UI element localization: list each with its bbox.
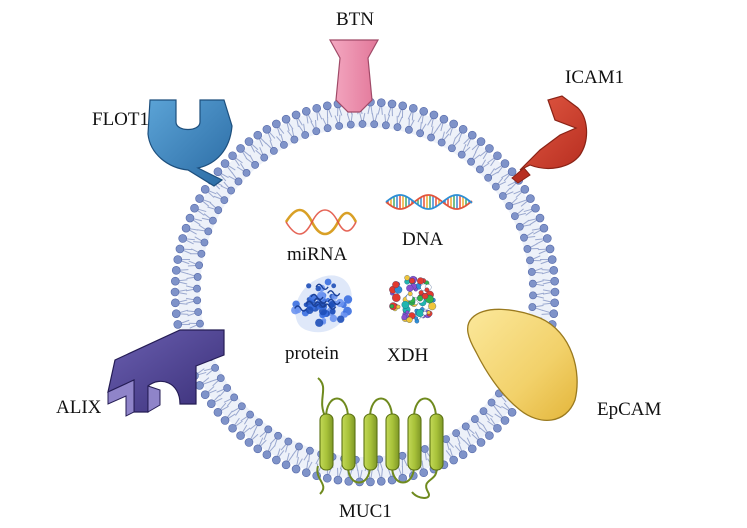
alix-protein-icon	[107, 329, 225, 417]
btn-protein-icon	[328, 39, 380, 113]
btn-label: BTN	[336, 9, 374, 30]
dna-label: DNA	[402, 229, 444, 250]
icam1-label: ICAM1	[565, 67, 625, 88]
xdh-structure-icon	[389, 275, 437, 324]
flot1-label: FLOT1	[92, 109, 149, 130]
muc1-label: MUC1	[339, 501, 392, 522]
mirna-label: miRNA	[287, 244, 348, 265]
lipid-bilayer-membrane	[170, 97, 560, 487]
flot1-protein-icon	[147, 99, 233, 187]
icam1-protein-icon	[511, 95, 588, 184]
mirna-icon	[284, 208, 358, 236]
alix-label: ALIX	[56, 397, 102, 418]
dna-helix-icon	[385, 194, 473, 210]
muc1-protein-icon	[316, 377, 444, 499]
epcam-protein-icon	[466, 308, 578, 421]
xdh-label: XDH	[387, 345, 429, 366]
protein-structure-icon	[291, 275, 353, 333]
epcam-label: EpCAM	[597, 399, 662, 420]
protein-label: protein	[285, 343, 339, 364]
